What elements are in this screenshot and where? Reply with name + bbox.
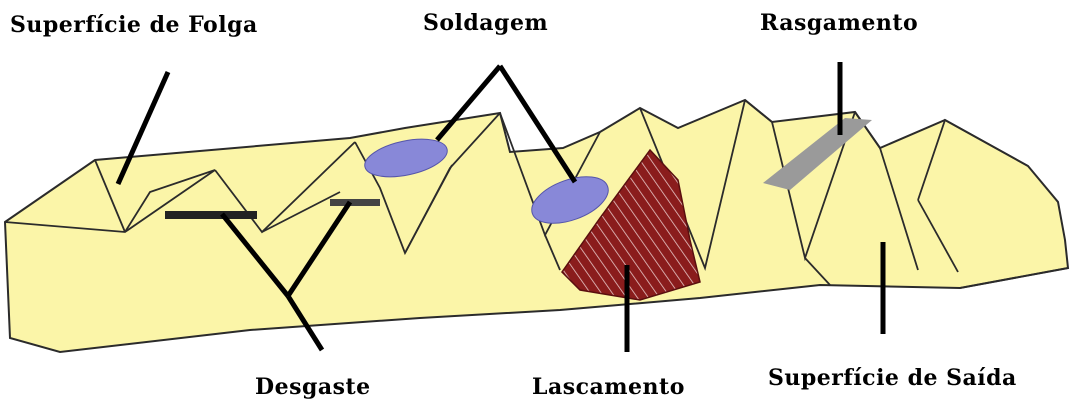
desgaste-strip-2 bbox=[330, 199, 380, 206]
desgaste-strip-1 bbox=[165, 211, 257, 219]
label-lascamento: Lascamento bbox=[532, 374, 685, 400]
label-superficie-folga: Superfície de Folga bbox=[10, 12, 258, 38]
label-soldagem: Soldagem bbox=[423, 10, 548, 36]
label-rasgamento: Rasgamento bbox=[760, 10, 918, 36]
tool-body bbox=[5, 100, 1068, 352]
label-superficie-saida: Superfície de Saída bbox=[768, 365, 1017, 391]
label-desgaste: Desgaste bbox=[255, 374, 371, 400]
